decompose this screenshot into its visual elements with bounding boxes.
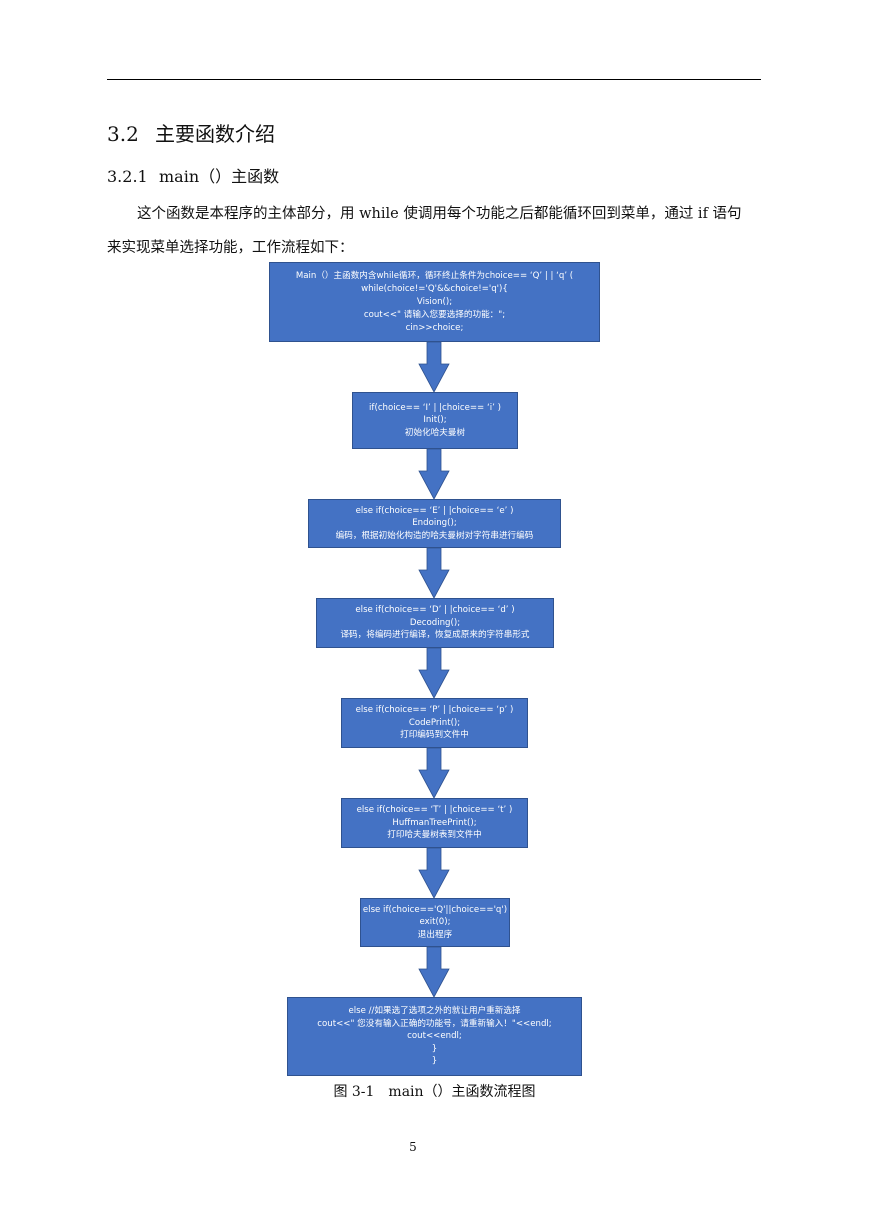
arrow-down-7 [418,946,450,998]
paragraph-line-1: 这个函数是本程序的主体部分，用 while 使调用每个功能之后都能循环回到菜单，… [137,206,742,222]
intro-paragraph: 这个函数是本程序的主体部分，用 while 使调用每个功能之后都能循环回到菜单，… [107,197,767,265]
figure-caption: 图 3-1 main（）主函数流程图 [333,1084,536,1100]
arrow-down-3 [418,547,450,599]
arrow-down-6 [418,847,450,899]
subsection-heading: 3.2.1 main（）主函数 [107,163,279,187]
section-number: 3.2 [107,122,139,146]
subsection-number: 3.2.1 [107,167,148,186]
flow-box-main-loop: Main（）主函数内含while循环，循环终止条件为choice== ‘Q’ |… [269,262,600,342]
section-heading: 3.2 主要函数介绍 [107,118,275,147]
flow-box-code-print: else if(choice== ‘P’ | |choice== ‘p’ ) C… [341,698,528,748]
paragraph-line-2: 来实现菜单选择功能，工作流程如下： [107,240,354,256]
arrow-down-5 [418,747,450,799]
flow-box-decode: else if(choice== ‘D’ | |choice== ‘d’ ) D… [316,598,554,648]
flow-box-init: if(choice== ‘I’ | |choice== ‘i’ ) Init()… [352,392,518,449]
flow-box-exit: else if(choice=='Q'||choice=='q') exit(0… [360,898,510,947]
section-title: 主要函数介绍 [155,122,275,146]
subsection-title: main（）主函数 [159,167,280,186]
arrow-down-2 [418,448,450,500]
page-number: 5 [409,1140,417,1154]
arrow-down-1 [418,341,450,393]
flow-box-encode: else if(choice== ‘E’ | |choice== ‘e’ ) E… [308,499,561,548]
header-rule [107,79,761,80]
arrow-down-4 [418,647,450,699]
flow-box-else: else //如果选了选项之外的就让用户重新选择 cout<<" 您没有输入正确… [287,997,582,1076]
flow-box-tree-print: else if(choice== ‘T’ | |choice== ‘t’ ) H… [341,798,528,848]
